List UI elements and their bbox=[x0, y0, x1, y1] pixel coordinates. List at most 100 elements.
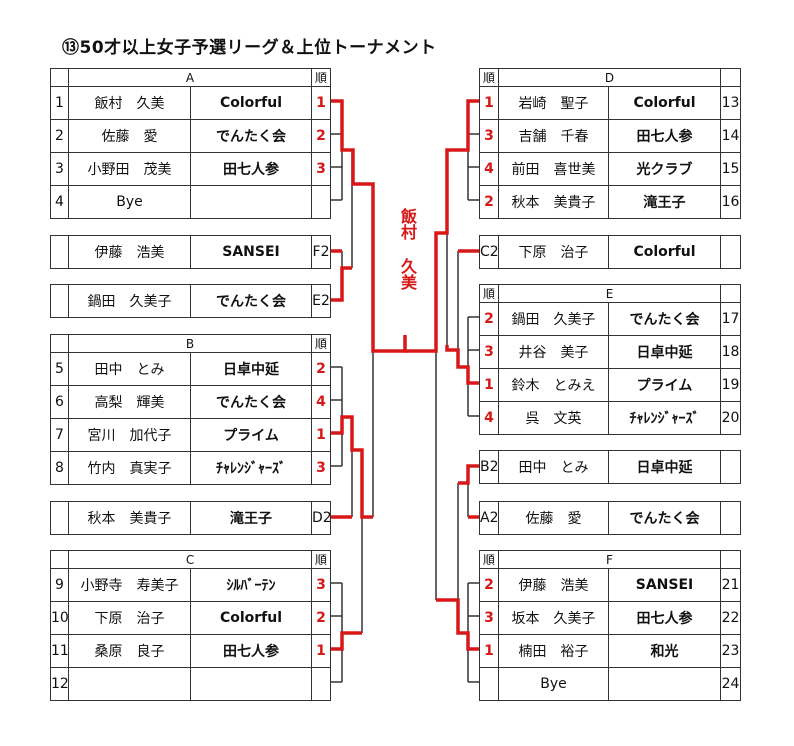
team-name: 滝王子 bbox=[608, 185, 721, 219]
entry-number: 11 bbox=[50, 634, 69, 668]
team-name: 滝王子 bbox=[190, 501, 312, 535]
entry-number: 3 bbox=[50, 152, 69, 186]
team-name: Colorful bbox=[608, 235, 721, 269]
player-name: 前田 喜世美 bbox=[498, 152, 609, 186]
entry-number: 4 bbox=[50, 185, 69, 219]
player-name: 小野田 茂美 bbox=[68, 152, 191, 186]
rank-value: 3 bbox=[479, 601, 499, 635]
player-name: 鍋田 久美子 bbox=[498, 302, 609, 336]
group-label: A bbox=[68, 68, 312, 87]
seed-code: E2 bbox=[311, 284, 331, 318]
team-name bbox=[189, 667, 313, 701]
entry-number: 20 bbox=[720, 401, 741, 435]
entry-number: 13 bbox=[720, 86, 741, 120]
player-name: 秋本 美貴子 bbox=[68, 501, 191, 535]
rank-value: 2 bbox=[479, 302, 499, 336]
team-name: Colorful bbox=[608, 86, 721, 120]
rank-value: 2 bbox=[311, 119, 331, 153]
rank-value: 2 bbox=[479, 568, 499, 602]
group-label: B bbox=[67, 334, 313, 353]
rank-header: 順 bbox=[479, 68, 499, 87]
group-label: F bbox=[498, 550, 721, 569]
team-name: SANSEI bbox=[190, 235, 312, 269]
rank-value: 1 bbox=[479, 634, 499, 668]
player-name: 井谷 美子 bbox=[498, 335, 609, 369]
team-name: 田七人参 bbox=[608, 119, 721, 153]
player-name: 竹内 真実子 bbox=[68, 451, 191, 485]
team-name: 和光 bbox=[608, 634, 721, 668]
entry-number: 1 bbox=[50, 86, 69, 120]
rank-value: 3 bbox=[311, 152, 331, 186]
player-name: 鈴木 とみえ bbox=[498, 368, 609, 402]
entry-number: 6 bbox=[50, 385, 69, 419]
player-name: 楠田 裕子 bbox=[498, 634, 609, 668]
team-name: でんたく会 bbox=[608, 501, 721, 535]
entry-number: 14 bbox=[720, 119, 741, 153]
player-name: Bye bbox=[498, 667, 609, 701]
champion-surname: 飯村 bbox=[398, 208, 417, 240]
champion-name: 飯村 久美 bbox=[396, 208, 417, 290]
group-label: D bbox=[498, 68, 721, 87]
rank-value: 2 bbox=[311, 601, 332, 635]
entry-number: 21 bbox=[720, 568, 741, 602]
rank-value: 1 bbox=[311, 418, 332, 452]
rank-value: 1 bbox=[311, 86, 331, 120]
blank-cell bbox=[50, 68, 69, 87]
rank-header: 順 bbox=[311, 68, 331, 87]
player-name: 小野寺 寿美子 bbox=[68, 568, 191, 602]
entry-number: 18 bbox=[720, 335, 741, 369]
entry-number: 24 bbox=[720, 667, 741, 701]
blank-cell bbox=[50, 550, 69, 569]
rank-value: 1 bbox=[479, 86, 499, 120]
entry-number: 8 bbox=[50, 451, 69, 485]
team-name: 日卓中延 bbox=[608, 450, 721, 484]
team-name: でんたく会 bbox=[190, 284, 312, 318]
team-name bbox=[608, 667, 721, 701]
player-name: 桑原 良子 bbox=[68, 634, 191, 668]
player-name: 佐藤 愛 bbox=[498, 501, 609, 535]
entry-number: 23 bbox=[720, 634, 741, 668]
rank-value: 3 bbox=[479, 335, 499, 369]
blank-cell bbox=[720, 450, 741, 484]
blank-cell bbox=[50, 501, 69, 535]
rank-value: 4 bbox=[479, 401, 499, 435]
player-row: 12 bbox=[50, 667, 332, 701]
team-name: 日卓中延 bbox=[189, 352, 313, 386]
seed-code: C2 bbox=[479, 235, 499, 269]
rank-value bbox=[479, 667, 499, 701]
blank-cell bbox=[720, 235, 741, 269]
blank-cell bbox=[720, 501, 741, 535]
entry-number: 2 bbox=[50, 119, 69, 153]
group-label: C bbox=[67, 550, 313, 569]
entry-number: 19 bbox=[720, 368, 741, 402]
blank-cell bbox=[720, 68, 741, 87]
team-name: プライム bbox=[189, 418, 313, 452]
